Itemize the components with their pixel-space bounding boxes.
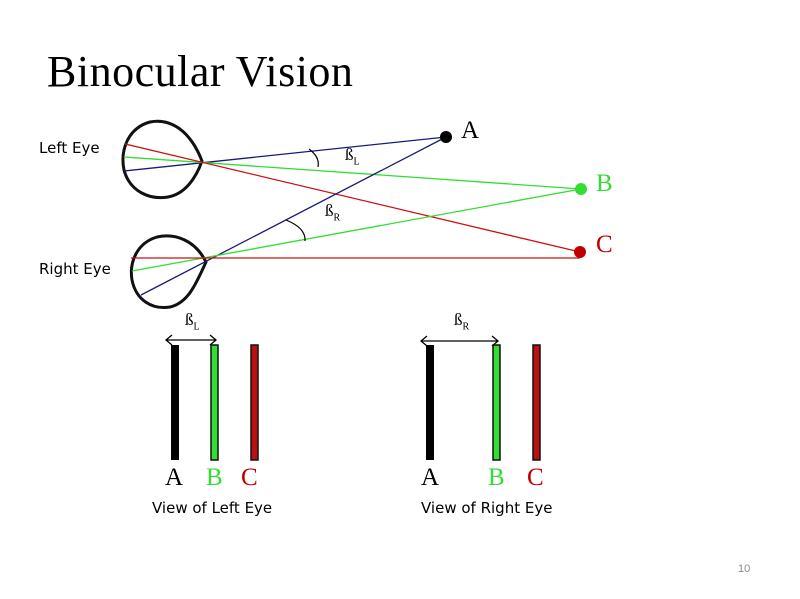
left-view-angle-arrow — [164, 334, 218, 346]
left-view-bar-c — [250, 344, 259, 461]
page-number: 10 — [738, 563, 751, 575]
right-view-caption: View of Right Eye — [421, 499, 553, 517]
angle-label-left: ßL — [345, 145, 360, 167]
left-view-bar-b — [210, 344, 219, 461]
point-c-label: C — [596, 231, 613, 258]
slide-title: Binocular Vision — [47, 47, 354, 96]
beta-subscript: R — [462, 321, 470, 333]
right-view-angle-label: ßR — [454, 310, 469, 332]
right-view-bar-b — [492, 344, 501, 461]
right-view-bar-c — [532, 344, 541, 461]
right-view-label-c: C — [527, 464, 544, 491]
beta-subscript: L — [353, 156, 360, 168]
right-view-bar-a — [426, 345, 434, 460]
beta-symbol: ß — [185, 310, 194, 329]
beta-symbol: ß — [454, 310, 463, 329]
left-view-label-b: B — [206, 464, 223, 491]
left-eye-label: Left Eye — [39, 139, 100, 157]
right-eye-label: Right Eye — [39, 260, 111, 278]
left-view-label-c: C — [241, 464, 258, 491]
point-a-dot — [440, 131, 452, 143]
left-view-label-a: A — [165, 464, 184, 491]
left-view-caption: View of Left Eye — [152, 499, 273, 517]
left-view-bar-a — [171, 345, 179, 460]
point-b-label: B — [596, 170, 613, 197]
beta-subscript: R — [333, 212, 341, 224]
left-eye-line-a — [123, 136, 447, 172]
right-eye-line-b — [131, 188, 582, 272]
beta-symbol: ß — [345, 145, 354, 164]
right-eye-line-a — [140, 136, 447, 296]
right-view-label-b: B — [488, 464, 505, 491]
right-view-label-a: A — [421, 464, 440, 491]
beta-subscript: L — [193, 321, 200, 333]
angle-arc-left — [308, 148, 319, 168]
left-eye-line-c — [124, 143, 581, 253]
left-eye-shape — [121, 119, 204, 200]
angle-label-right: ßR — [325, 201, 340, 223]
beta-symbol: ß — [325, 201, 334, 220]
right-view-angle-arrow — [419, 335, 500, 347]
point-b-dot — [575, 183, 587, 195]
angle-arc-right — [285, 219, 306, 242]
right-eye-shape — [129, 234, 208, 310]
left-view-angle-label: ßL — [185, 310, 200, 332]
point-a-label: A — [461, 117, 480, 144]
point-c-dot — [574, 246, 586, 258]
